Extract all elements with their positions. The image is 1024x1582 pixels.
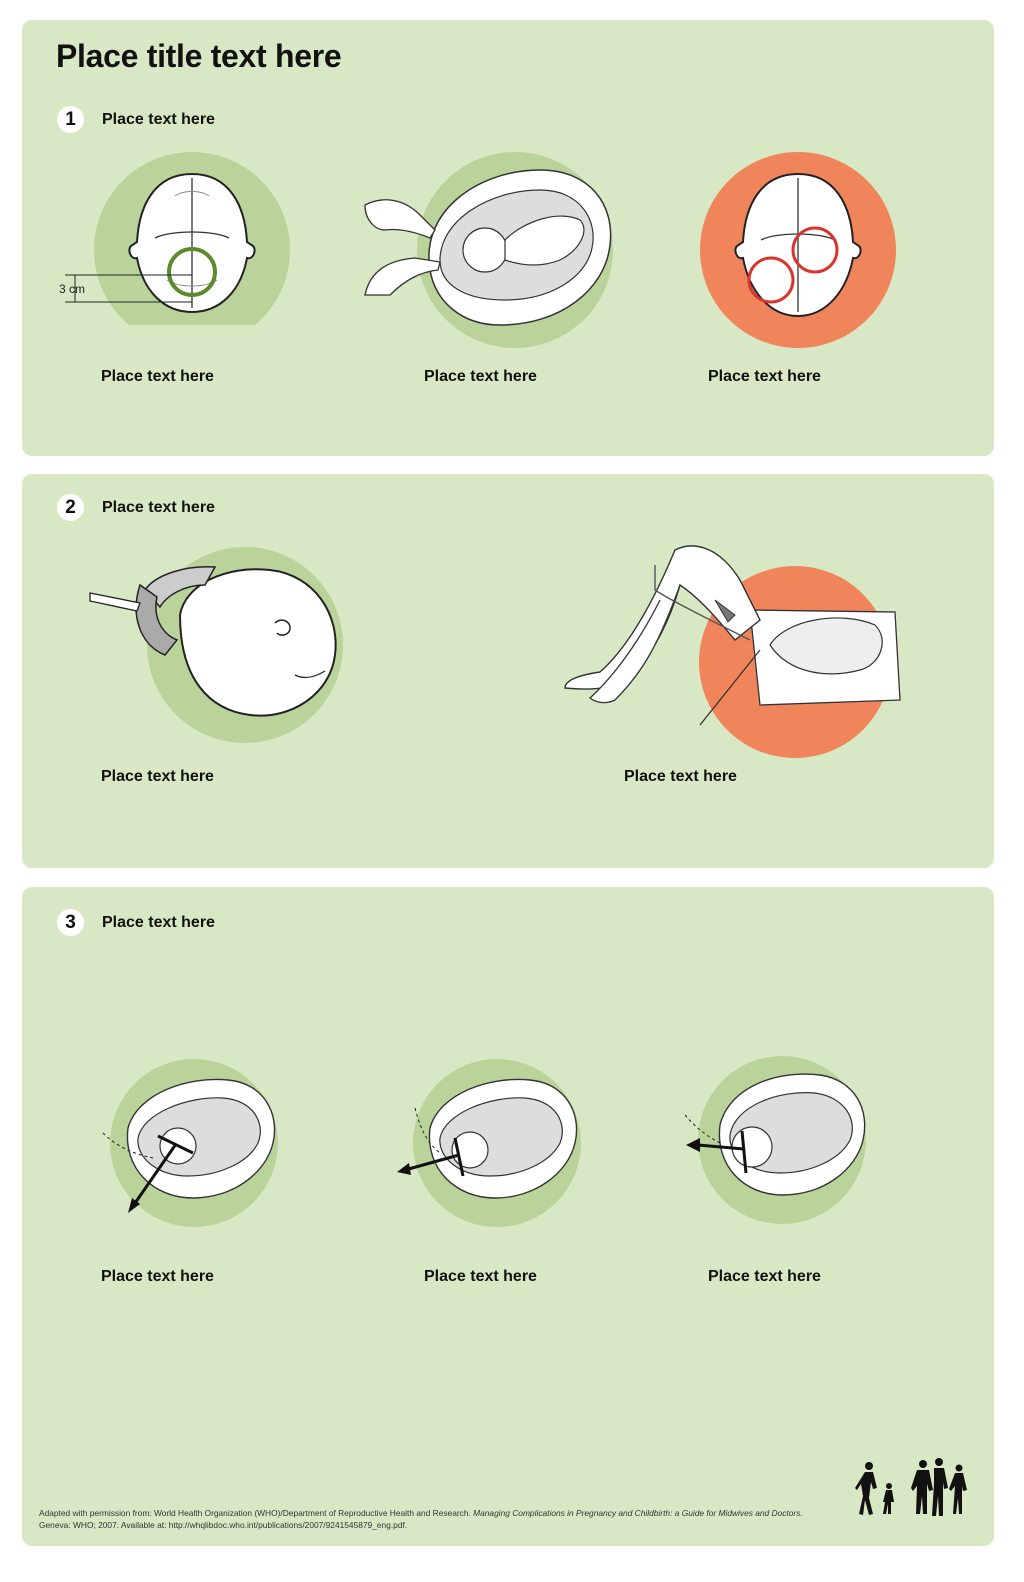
family-figures-logo-icon (855, 1458, 967, 1516)
section-1-heading-text: Place text here (102, 110, 215, 128)
fetal-skull-top-illustration: 3 cm (59, 152, 290, 325)
traction-direction-downward-illustration (102, 1059, 278, 1227)
step-number-3: 3 (57, 909, 84, 936)
footer-book-title: Managing Complications in Pregnancy and … (473, 1508, 803, 1518)
section-3-caption-1: Place text here (101, 1268, 214, 1285)
section-1-caption-1: Place text here (101, 368, 214, 385)
section-1-caption-3: Place text here (708, 368, 821, 385)
footer-line-1-prefix: Adapted with permission from: World Heal… (39, 1508, 474, 1518)
step-number-1: 1 (57, 106, 84, 133)
section-2-heading-text: Place text here (102, 498, 215, 516)
measure-label: 3 cm (59, 282, 85, 296)
vaginal-examination-illustration (364, 152, 613, 348)
footer-line-2: Geneva: WHO; 2007. Available at: http://… (39, 1520, 408, 1530)
step-number-2: 2 (57, 494, 84, 521)
section-1-caption-2: Place text here (424, 368, 537, 385)
section-3-caption-3: Place text here (708, 1268, 821, 1285)
section-3-heading-text: Place text here (102, 913, 215, 931)
section-1-heading: 1 Place text here (57, 106, 215, 133)
section-2-caption-2: Place text here (624, 768, 737, 785)
section-3-caption-2: Place text here (424, 1268, 537, 1285)
symphysiotomy-illustration (564, 545, 901, 758)
page-title: Place title text here (56, 38, 342, 74)
traction-direction-horizontal-illustration (397, 1059, 581, 1227)
section-3-heading: 3 Place text here (57, 909, 215, 936)
traction-direction-upward-illustration (684, 1056, 866, 1224)
section-2-heading: 2 Place text here (57, 494, 215, 521)
vacuum-extractor-illustration (89, 547, 343, 743)
footer-line-1: Adapted with permission from: World Heal… (39, 1507, 859, 1519)
fetal-skull-fontanelles-illustration (700, 152, 896, 348)
section-2-caption-1: Place text here (101, 768, 214, 785)
footer-citation: Adapted with permission from: World Heal… (39, 1507, 859, 1531)
